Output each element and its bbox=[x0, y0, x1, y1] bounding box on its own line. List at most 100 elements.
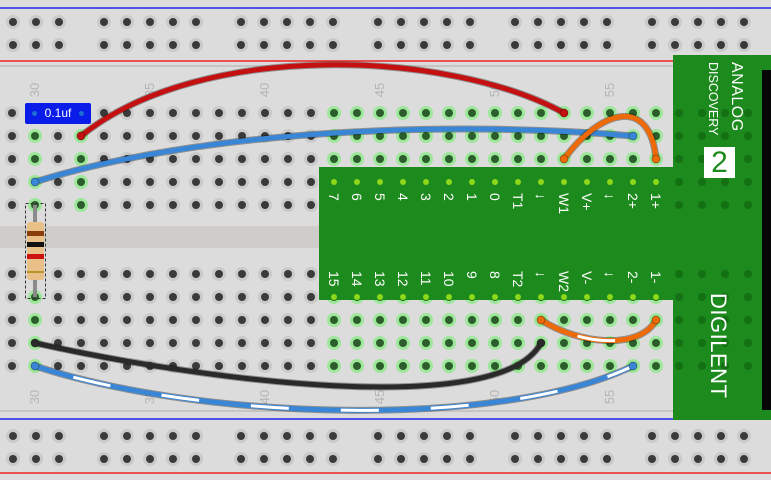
board-hole bbox=[675, 339, 683, 347]
pin-top[interactable] bbox=[331, 179, 337, 185]
hole-center bbox=[169, 201, 177, 209]
pin-bottom[interactable] bbox=[331, 294, 337, 300]
pin-label-top: ↓ bbox=[602, 193, 618, 200]
pin-bottom[interactable] bbox=[584, 294, 590, 300]
pin-bottom[interactable] bbox=[607, 294, 613, 300]
pin-top[interactable] bbox=[492, 179, 498, 185]
pin-bottom[interactable] bbox=[653, 294, 659, 300]
hole-center bbox=[192, 362, 200, 370]
pin-bottom[interactable] bbox=[400, 294, 406, 300]
hole-center bbox=[238, 109, 246, 117]
board-hole bbox=[675, 270, 683, 278]
hole-center bbox=[260, 432, 268, 440]
hole-center bbox=[603, 41, 611, 49]
board-hole bbox=[744, 362, 752, 370]
blue-wire-bottom[interactable] bbox=[30, 361, 638, 414]
pin-top[interactable] bbox=[561, 179, 567, 185]
hole-center bbox=[100, 270, 108, 278]
hole-center bbox=[54, 270, 62, 278]
hole-center bbox=[422, 109, 430, 117]
hole-center bbox=[671, 41, 679, 49]
hole-center bbox=[77, 201, 85, 209]
hole-center bbox=[8, 362, 16, 370]
hole-center bbox=[146, 201, 154, 209]
orange-wire-top[interactable] bbox=[559, 113, 661, 164]
pin-top[interactable] bbox=[469, 179, 475, 185]
pin-bottom[interactable] bbox=[630, 294, 636, 300]
board-hole bbox=[744, 155, 752, 163]
pin-top[interactable] bbox=[630, 179, 636, 185]
pin-top[interactable] bbox=[400, 179, 406, 185]
hole-center bbox=[215, 293, 223, 301]
hole-center bbox=[77, 270, 85, 278]
hole-center bbox=[397, 41, 405, 49]
hole-center bbox=[445, 362, 453, 370]
pin-top[interactable] bbox=[377, 179, 383, 185]
hole-center bbox=[671, 455, 679, 463]
pin-top[interactable] bbox=[446, 179, 452, 185]
hole-center bbox=[260, 455, 268, 463]
hole-center bbox=[306, 432, 314, 440]
column-label-top: 40 bbox=[257, 83, 272, 97]
orange-wire-bottom[interactable] bbox=[536, 315, 661, 345]
hole-center bbox=[353, 316, 361, 324]
pin-bottom[interactable] bbox=[538, 294, 544, 300]
hole-center bbox=[55, 455, 63, 463]
pin-top[interactable] bbox=[515, 179, 521, 185]
capacitor-value: 0.1uf bbox=[44, 106, 72, 120]
wire-end bbox=[30, 177, 40, 187]
capacitor-label[interactable]: 0.1uf bbox=[25, 103, 91, 124]
hole-center bbox=[420, 18, 428, 26]
pin-top[interactable] bbox=[584, 179, 590, 185]
board-hole bbox=[675, 362, 683, 370]
hole-center bbox=[32, 18, 40, 26]
board-hole bbox=[744, 201, 752, 209]
hole-center bbox=[397, 432, 405, 440]
pin-label-top: 6 bbox=[349, 193, 365, 201]
hole-center bbox=[606, 316, 614, 324]
wire-core bbox=[78, 62, 567, 139]
hole-center bbox=[717, 18, 725, 26]
black-wire[interactable] bbox=[30, 338, 546, 391]
resistor-selection[interactable] bbox=[25, 203, 46, 299]
analog-discovery-title: ANALOG DISCOVERY bbox=[697, 62, 749, 150]
hole-center bbox=[284, 178, 292, 186]
hole-center bbox=[374, 41, 382, 49]
pin-bottom[interactable] bbox=[354, 294, 360, 300]
pin-bottom[interactable] bbox=[469, 294, 475, 300]
hole-center bbox=[466, 18, 474, 26]
hole-center bbox=[192, 109, 200, 117]
board-hole bbox=[721, 339, 729, 347]
hole-center bbox=[77, 178, 85, 186]
hole-center bbox=[146, 455, 154, 463]
board-hole bbox=[721, 178, 729, 186]
wire-core bbox=[32, 340, 544, 390]
blue-wire-top[interactable] bbox=[30, 125, 638, 187]
hole-center bbox=[8, 270, 16, 278]
hole-center bbox=[740, 455, 748, 463]
hole-center bbox=[169, 270, 177, 278]
hole-center bbox=[307, 155, 315, 163]
pin-top[interactable] bbox=[607, 179, 613, 185]
pin-top[interactable] bbox=[354, 179, 360, 185]
pin-bottom[interactable] bbox=[561, 294, 567, 300]
pin-top[interactable] bbox=[653, 179, 659, 185]
pin-bottom[interactable] bbox=[446, 294, 452, 300]
hole-center bbox=[422, 132, 430, 140]
pin-top[interactable] bbox=[423, 179, 429, 185]
pin-top[interactable] bbox=[538, 179, 544, 185]
pin-bottom[interactable] bbox=[377, 294, 383, 300]
hole-center bbox=[215, 178, 223, 186]
hole-center bbox=[376, 155, 384, 163]
hole-center bbox=[283, 455, 291, 463]
red-wire[interactable] bbox=[76, 61, 569, 141]
pin-bottom[interactable] bbox=[515, 294, 521, 300]
pin-bottom[interactable] bbox=[423, 294, 429, 300]
hole-center bbox=[399, 155, 407, 163]
pin-bottom[interactable] bbox=[492, 294, 498, 300]
hole-center bbox=[443, 455, 451, 463]
hole-center bbox=[468, 339, 476, 347]
hole-center bbox=[261, 316, 269, 324]
board-hole bbox=[721, 362, 729, 370]
hole-center bbox=[123, 316, 131, 324]
